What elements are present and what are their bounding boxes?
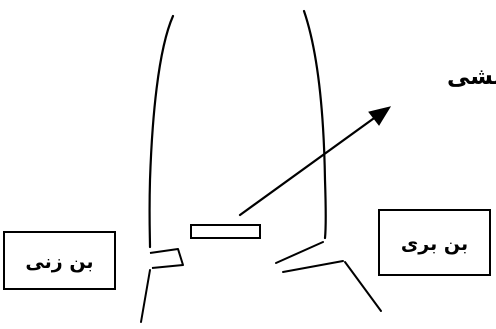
- left-lower-line: [140, 269, 151, 323]
- right-box-label: بن بری: [401, 233, 468, 255]
- left-label-box: [3, 231, 116, 290]
- right-label-box: [378, 209, 491, 276]
- incision-arrow-line: [238, 114, 379, 217]
- left-box-label: بن زنی: [25, 251, 93, 273]
- right-tail-line: [344, 261, 382, 312]
- incision-label: برش نیشی: [447, 64, 496, 90]
- incision-rectangle: [190, 224, 261, 239]
- right-upper-cut-line: [275, 241, 324, 264]
- left-outline-curve: [148, 14, 175, 249]
- incision-arrow-head: [368, 106, 392, 126]
- left-cut-bracket: [149, 248, 184, 269]
- right-outline-curve: [302, 9, 327, 240]
- right-lower-cut-line: [282, 260, 344, 273]
